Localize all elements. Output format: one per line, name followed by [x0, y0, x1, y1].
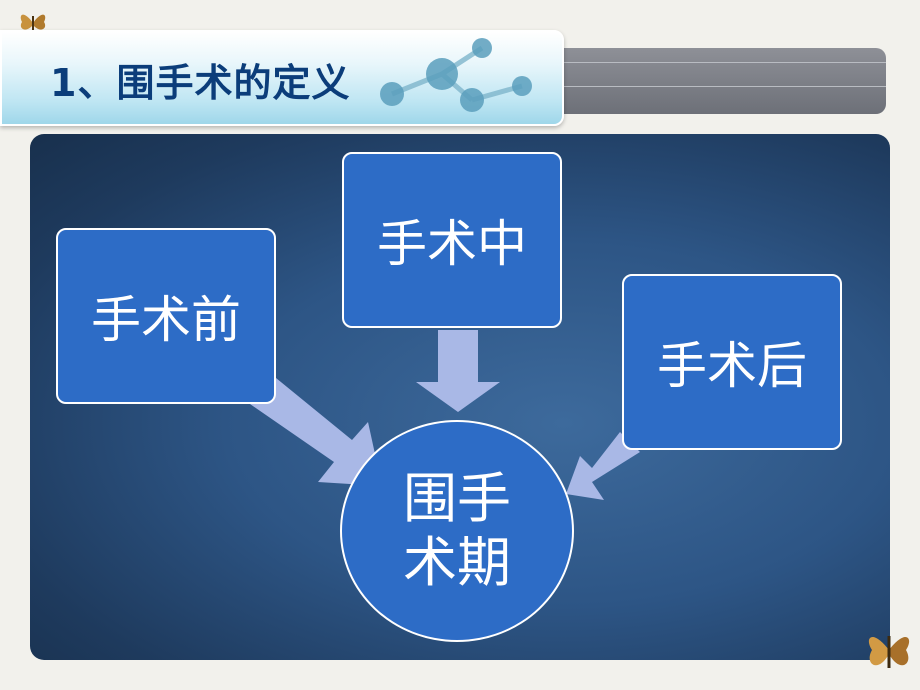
arrow-after-to-center — [566, 432, 640, 500]
node-before-label: 手术前 — [91, 291, 241, 349]
page-title: 1、围手术的定义 — [50, 61, 351, 105]
node-during: 手术中 — [342, 152, 562, 328]
title-accent-bar — [560, 48, 886, 114]
node-center: 围手术期 — [340, 420, 574, 642]
title-banner — [0, 30, 564, 126]
node-during-label: 手术中 — [377, 215, 527, 273]
arrow-before-to-center — [250, 378, 382, 486]
node-before: 手术前 — [56, 228, 276, 404]
node-after-label: 手术后 — [657, 337, 807, 395]
molecule-decoration-icon — [380, 38, 532, 112]
arrow-during-to-center — [416, 330, 500, 412]
node-center-label: 围手术期 — [403, 467, 511, 594]
butterfly-icon — [868, 636, 910, 668]
node-after: 手术后 — [622, 274, 842, 450]
butterfly-icon — [20, 14, 46, 32]
